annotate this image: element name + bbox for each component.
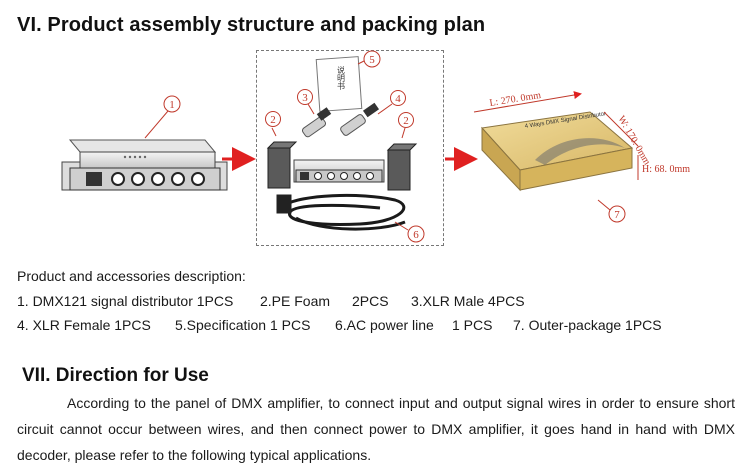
package-contents-frame [256, 50, 444, 246]
section-6-title: VI. Product assembly structure and packi… [17, 14, 486, 36]
accessory-item: 5.Specification 1 PCS [175, 317, 311, 333]
xlr-male-connector [301, 107, 332, 138]
svg-text:6: 6 [413, 229, 419, 241]
dmx-distributor-device [61, 139, 228, 191]
svg-text:7: 7 [614, 209, 620, 221]
svg-text:2: 2 [270, 114, 276, 126]
section-7-title: VII. Direction for Use [22, 365, 209, 386]
accessory-qty: 1 PCS [452, 317, 493, 333]
svg-text:1: 1 [169, 99, 175, 111]
svg-text:5: 5 [369, 54, 375, 66]
svg-text:2: 2 [403, 115, 409, 127]
accessory-item: 6.AC power line [335, 317, 434, 333]
svg-text:3: 3 [302, 92, 308, 104]
length-dimension: L: 270. 0mm [489, 90, 542, 109]
height-dimension: H: 68. 0mm [642, 164, 690, 175]
svg-text:4: 4 [395, 93, 401, 105]
direction-paragraph: According to the panel of DMX amplifier,… [17, 395, 735, 463]
outer-package-box: 4 Ways DMX Signal Distributor [481, 111, 634, 192]
accessory-item: 1. DMX121 signal distributor 1PCS [17, 293, 234, 309]
accessory-item: 4. XLR Female 1PCS [17, 317, 151, 333]
accessory-item: 7. Outer-package 1PCS [513, 317, 662, 333]
manual-booklet: 说明书 [315, 56, 363, 112]
xlr-female-connector [340, 102, 380, 136]
pe-foam-left [266, 141, 298, 189]
accessory-qty: 2PCS [352, 293, 389, 309]
accessory-item: 2.PE Foam [260, 293, 331, 309]
marker-1 [163, 95, 181, 113]
pe-foam-right [386, 143, 418, 191]
assembly-figure: 1 说明书 5 3 4 2 2 [61, 50, 690, 243]
dmx-distributor-in-package [293, 159, 385, 183]
accessory-item: 3.XLR Male 4PCS [411, 293, 525, 309]
ac-power-line [276, 193, 406, 231]
accessories-heading: Product and accessories description: [17, 268, 246, 284]
svg-text:说明书: 说明书 [337, 65, 346, 91]
